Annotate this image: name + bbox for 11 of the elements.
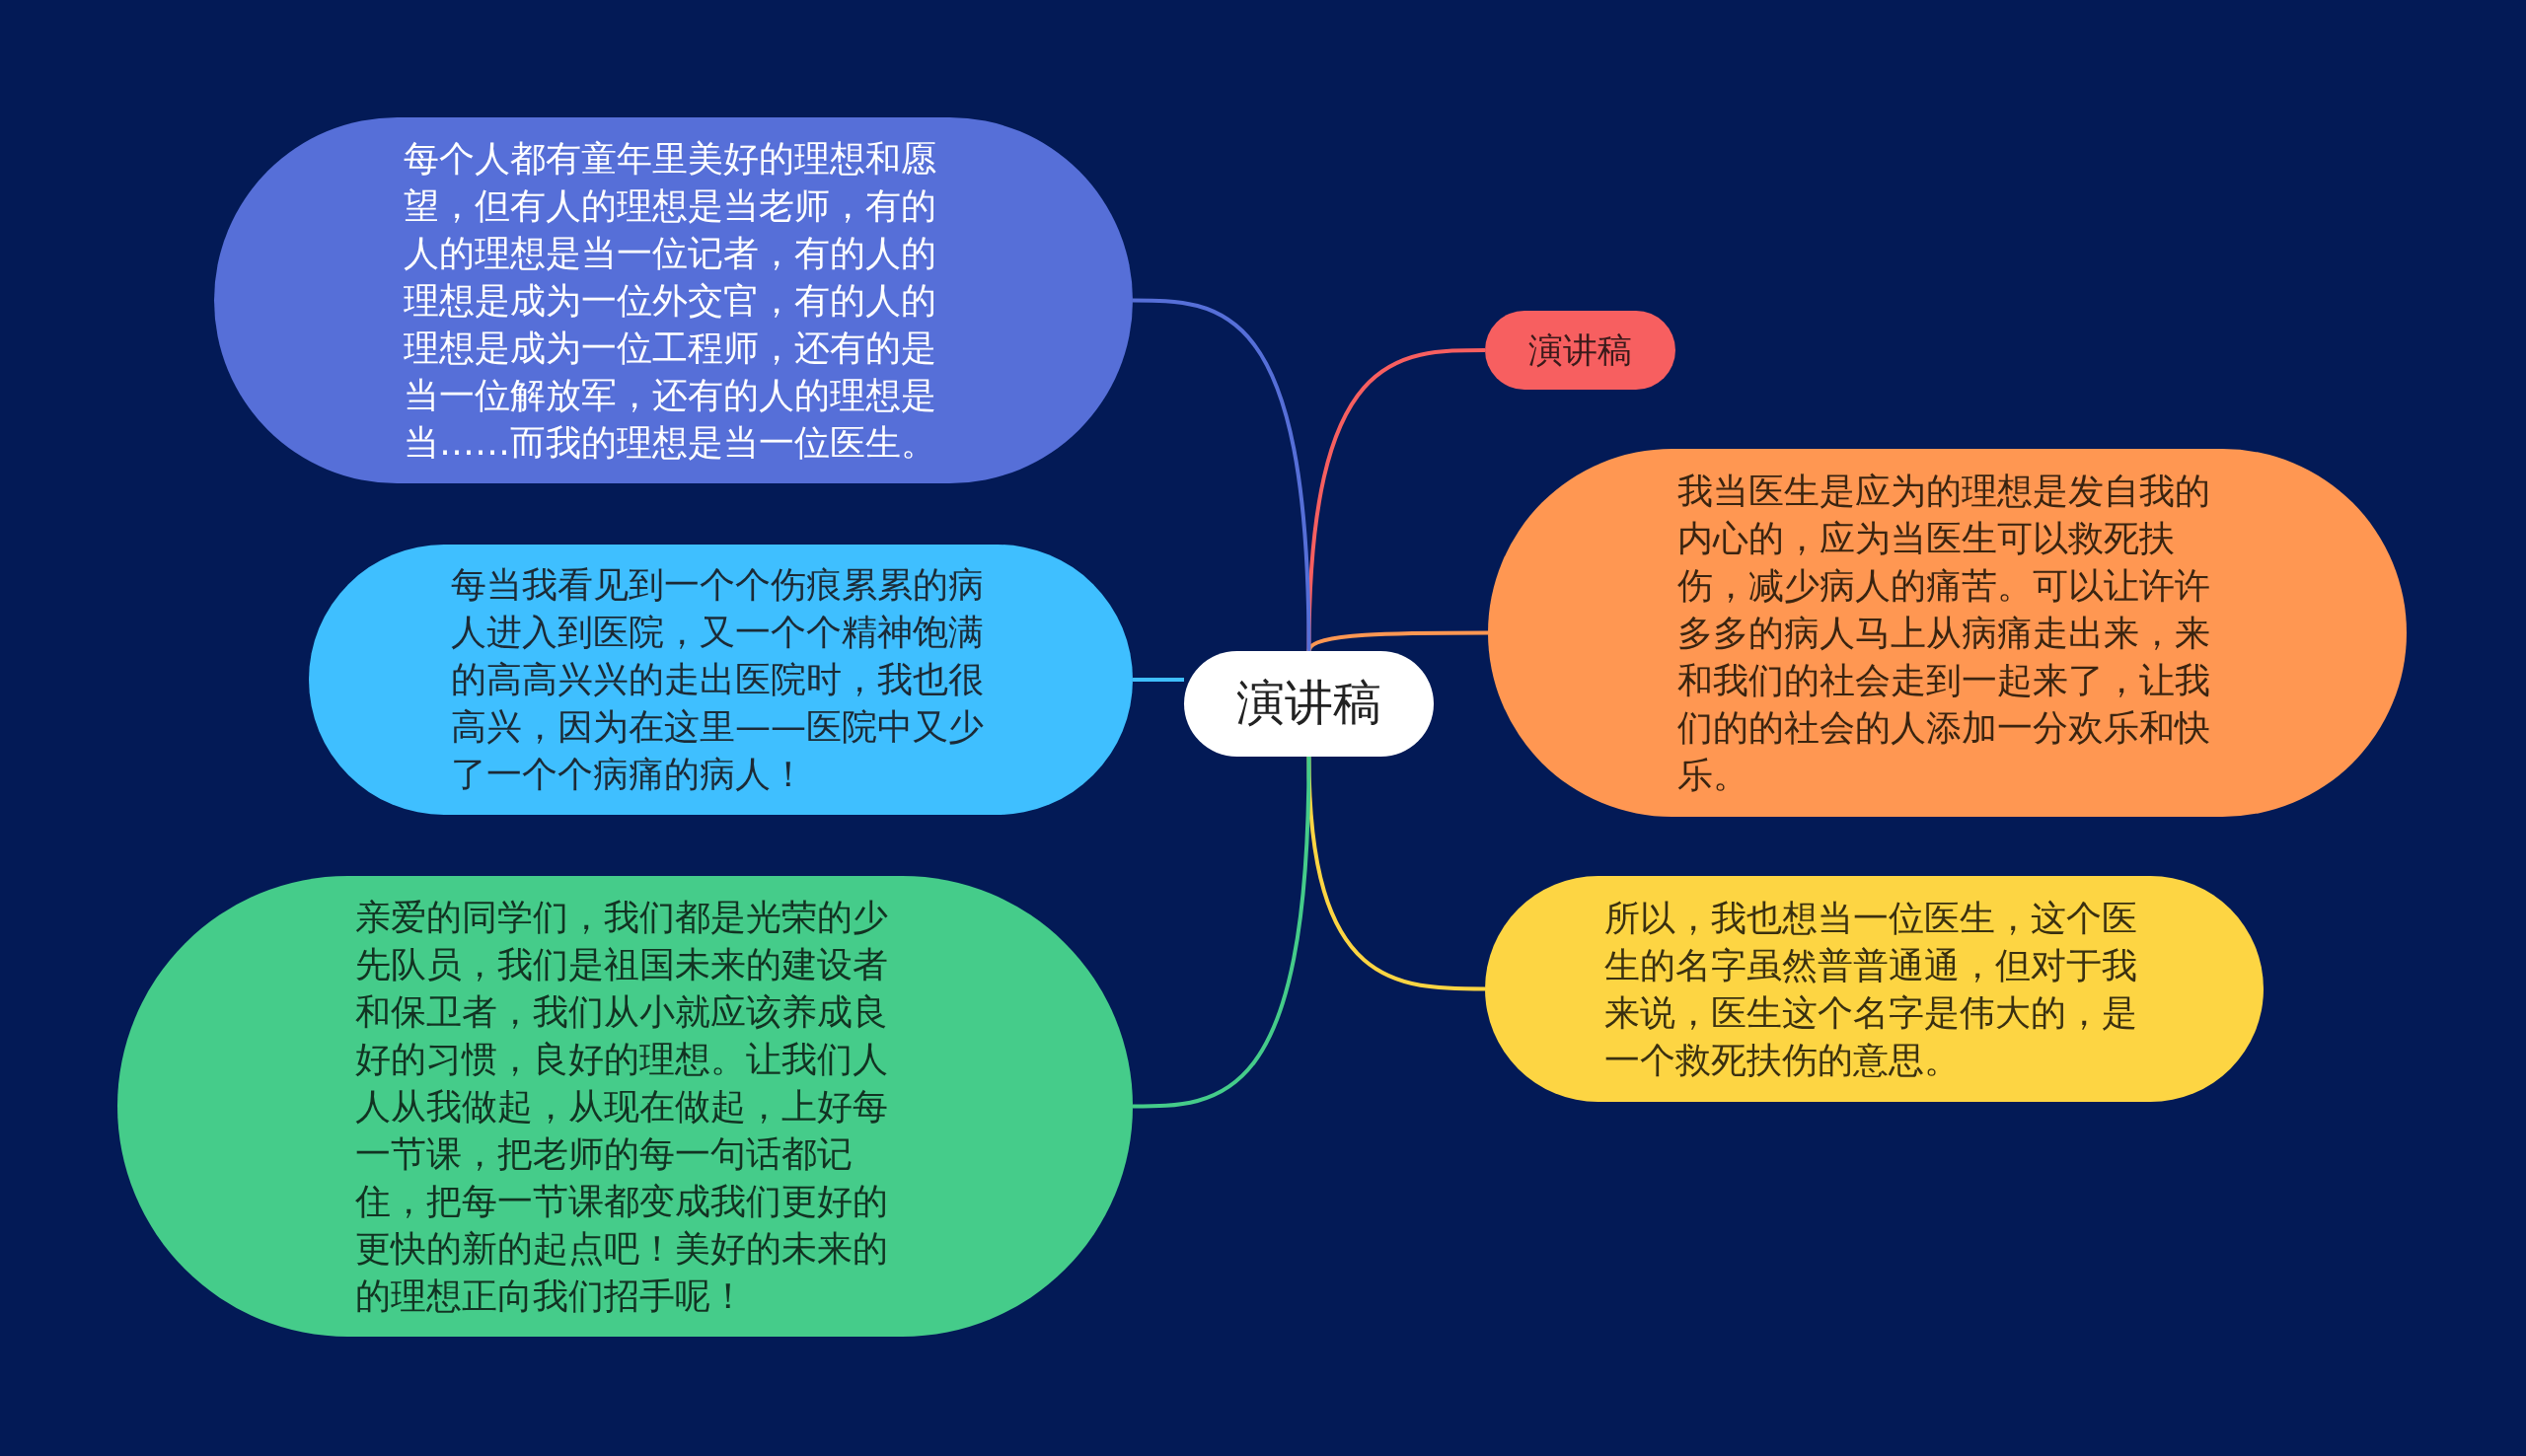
topic-bubble: 所以，我也想当一位医生，这个医生的名字虽然普普通通，但对于我来说，医生这个名字是伟大的，是一个救死扶伤的意思。 [1485, 876, 2264, 1102]
connector [1133, 756, 1311, 1109]
topic-bubble: 每当我看见到一个个伤痕累累的病人进入到医院，又一个个精神饱满的高高兴兴的走出医院时，我也很高兴，因为在这里——医院中又少了一个个病痛的病人！ [309, 545, 1133, 815]
connector [1133, 678, 1184, 682]
topic-bubble: 我当医生是应为的理想是发自我的内心的，应为当医生可以救死扶伤，减少病人的痛苦。可以让许许多多的病人马上从病痛走出来，来和我们的社会走到一起来了，让我们的的社会的人添加一分欢乐和快乐。 [1488, 449, 2407, 817]
connector [1306, 756, 1485, 991]
topic-bubble: 亲爱的同学们，我们都是光荣的少先队员，我们是祖国未来的建设者和保卫者，我们从小就应该养成良好的习惯，良好的理想。让我们人人从我做起，从现在做起，上好每一节课，把老师的每一句话都记住，把每一节课都变成我们更好的更快的新的起点吧！美好的未来的的理想正向我们招手呢！ [117, 876, 1133, 1337]
central-topic: 演讲稿 [1184, 651, 1434, 757]
topic-pill: 演讲稿 [1485, 311, 1675, 390]
topic-bubble: 每个人都有童年里美好的理想和愿望，但有人的理想是当老师，有的人的理想是当一位记者，有的人的理想是成为一位外交官，有的人的理想是成为一位工程师，还有的是当一位解放军，还有的人的理想是当……而我的理想是当一位医生。 [214, 117, 1133, 483]
connector [1133, 298, 1311, 652]
